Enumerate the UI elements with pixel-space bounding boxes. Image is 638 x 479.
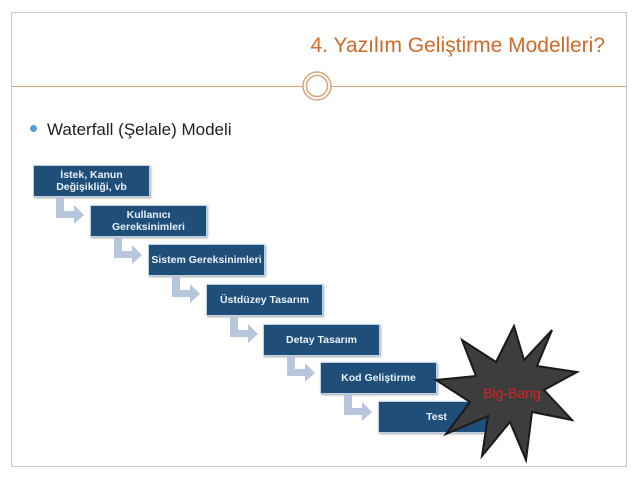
elbow-arrow-icon <box>344 395 372 421</box>
waterfall-step-3: Sistem Gereksinimleri <box>148 244 265 276</box>
waterfall-step-4: Üstdüzey Tasarım <box>206 284 323 316</box>
waterfall-step-1: İstek, Kanun Değişikliği, vb <box>33 165 150 197</box>
waterfall-step-label: Kullanıcı Gereksinimleri <box>112 209 185 233</box>
waterfall-step-label: İstek, Kanun Değişikliği, vb <box>56 169 127 193</box>
bullet-dot-icon <box>30 125 37 133</box>
waterfall-step-2: Kullanıcı Gereksinimleri <box>90 205 207 237</box>
elbow-arrow-icon <box>114 238 142 264</box>
big-bang-label: Big-Bang <box>483 385 541 401</box>
waterfall-step-label: Detay Tasarım <box>285 334 357 346</box>
bullet-item: Waterfall (Şelale) Modeli <box>30 120 232 140</box>
bullet-text: Waterfall (Şelale) Modeli <box>47 120 232 139</box>
elbow-arrow-icon <box>230 317 258 343</box>
waterfall-step-label: Üstdüzey Tasarım <box>219 294 310 306</box>
waterfall-step-label: Kod Geliştirme <box>341 372 416 384</box>
slide-title: 4. Yazılım Geliştirme Modelleri? <box>310 34 605 57</box>
elbow-arrow-icon <box>172 277 200 303</box>
elbow-arrow-icon <box>56 198 84 224</box>
big-bang-starburst-icon: Big-Bang <box>433 324 581 464</box>
elbow-arrow-icon <box>287 356 315 382</box>
waterfall-step-label: Test <box>426 411 447 423</box>
slide-frame <box>11 12 627 467</box>
waterfall-step-6: Kod Geliştirme <box>320 362 437 394</box>
waterfall-step-5: Detay Tasarım <box>263 324 380 356</box>
waterfall-step-label: Sistem Gereksinimleri <box>151 254 262 266</box>
circle-ornament-icon <box>302 71 332 101</box>
